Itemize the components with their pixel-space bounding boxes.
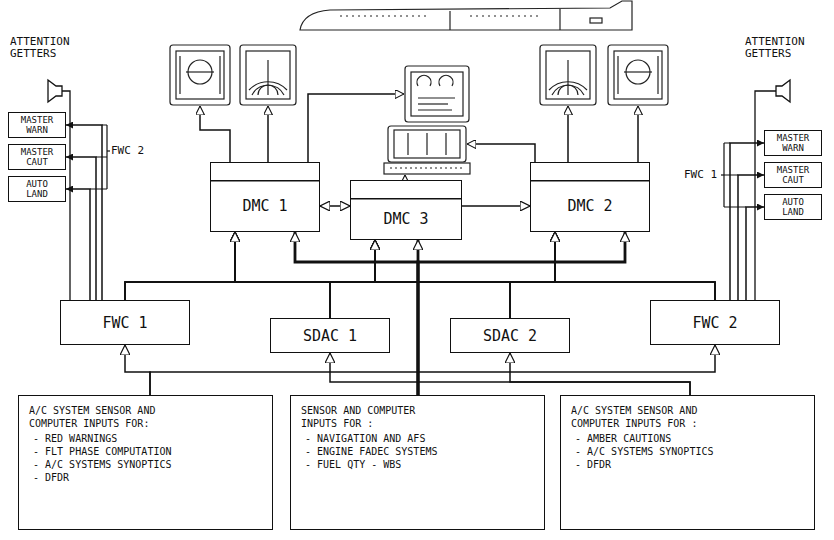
- attention-label: ATTENTION GETTERS: [10, 36, 90, 60]
- node-text: - A/C SYSTEMS SYNOPTICS: [29, 458, 262, 471]
- source-label: FWC 2: [111, 145, 144, 157]
- node-text: A/C SYSTEM SENSOR AND COMPUTER INPUTS FO…: [29, 404, 161, 430]
- upper-ecam-display: [405, 66, 469, 122]
- connector: [375, 240, 715, 300]
- node-text: SDAC 1: [303, 327, 357, 345]
- connector: [510, 353, 690, 395]
- pfd-display: [608, 45, 668, 105]
- node-text: MASTER WARN: [774, 133, 812, 153]
- connector: [66, 157, 96, 300]
- connector: [462, 205, 530, 207]
- connector: [330, 232, 555, 318]
- warning-lamp: MASTER WARN: [8, 112, 66, 138]
- connector: [320, 205, 350, 207]
- node-text: AUTO LAND: [18, 179, 56, 199]
- display-computer: DMC 2: [530, 162, 650, 232]
- node-text: A/C SYSTEM SENSOR AND COMPUTER INPUTS FO…: [571, 404, 703, 430]
- aircraft-outline: [300, 1, 632, 30]
- node-text: DMC 3: [383, 210, 428, 228]
- input-source-box: SENSOR AND COMPUTER INPUTS FOR : - NAVIGA…: [290, 395, 545, 530]
- node-text: AUTO LAND: [774, 197, 812, 217]
- acquisition-unit: SDAC 1: [270, 318, 390, 353]
- node-text: - NAVIGATION AND AFS: [301, 432, 534, 445]
- connector: [510, 232, 555, 318]
- caution-lamp: MASTER CAUT: [8, 144, 66, 170]
- node-text: SDAC 2: [483, 327, 537, 345]
- autoland-lamp: AUTO LAND: [764, 194, 822, 220]
- connector: [418, 232, 625, 395]
- display-computer: DMC 1: [210, 162, 320, 232]
- connector: [125, 240, 375, 300]
- lower-ecam-display: [384, 126, 470, 174]
- node-text: MASTER CAUT: [18, 147, 56, 167]
- nd-display: [240, 45, 296, 105]
- node-text: DMC 2: [567, 197, 612, 215]
- node-text: MASTER WARN: [18, 115, 56, 135]
- acquisition-unit: SDAC 2: [450, 318, 570, 353]
- warning-lamp: MASTER WARN: [764, 130, 822, 156]
- connector: [330, 240, 375, 318]
- connector: [730, 143, 764, 300]
- node-text: FWC 1: [102, 314, 147, 332]
- connector: [125, 345, 150, 395]
- connector: [235, 232, 330, 318]
- connector: [746, 207, 764, 300]
- connector: [555, 232, 715, 300]
- node-text: FWC 2: [692, 314, 737, 332]
- source-label: FWC 1: [684, 169, 717, 181]
- node-text: - DFDR: [571, 458, 804, 471]
- node-text: - A/C SYSTEMS SYNOPTICS: [571, 445, 804, 458]
- node-text: - FLT PHASE COMPUTATION: [29, 445, 262, 458]
- node-text: - DFDR: [29, 471, 262, 484]
- input-source-box: A/C SYSTEM SENSOR AND COMPUTER INPUTS FO…: [560, 395, 815, 530]
- node-text: DMC 1: [242, 197, 287, 215]
- node-text: - FUEL QTY - WBS: [301, 458, 534, 471]
- node-text: - RED WARNINGS: [29, 432, 262, 445]
- warning-computer: FWC 1: [60, 300, 190, 345]
- node-text: - AMBER CAUTIONS: [571, 432, 804, 445]
- node-text: - ENGINE FADEC SYSTEMS: [301, 445, 534, 458]
- connector: [66, 125, 102, 300]
- nd-display: [540, 45, 596, 105]
- connector: [295, 232, 418, 395]
- connector: [738, 175, 764, 300]
- node-text: SENSOR AND COMPUTER INPUTS FOR :: [301, 404, 433, 430]
- input-source-box: A/C SYSTEM SENSOR AND COMPUTER INPUTS FO…: [18, 395, 273, 530]
- connector: [125, 232, 555, 300]
- connector: [125, 232, 235, 300]
- caution-lamp: MASTER CAUT: [764, 162, 822, 188]
- connector: [330, 353, 690, 395]
- pfd-display: [170, 45, 230, 105]
- attention-label: ATTENTION GETTERS: [745, 36, 825, 60]
- connector: [66, 189, 90, 300]
- node-text: MASTER CAUT: [774, 165, 812, 185]
- speaker-symbol: [48, 80, 790, 102]
- connector: [150, 345, 715, 395]
- connector: [235, 232, 510, 318]
- connector: [235, 232, 715, 300]
- warning-computer: FWC 2: [650, 300, 780, 345]
- display-computer: DMC 3: [350, 180, 462, 240]
- connector: [375, 240, 510, 318]
- autoland-lamp: AUTO LAND: [8, 176, 66, 202]
